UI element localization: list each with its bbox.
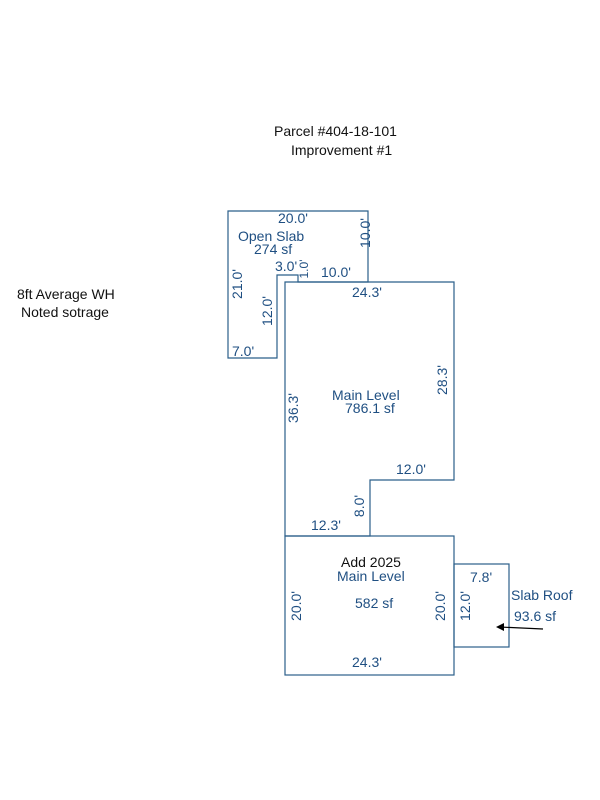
slab-roof-arrow	[498, 626, 544, 630]
main-step-vertical-dimension: 8.0'	[351, 494, 367, 518]
parcel-label: Parcel #404-18-101	[274, 123, 397, 139]
open-slab-step-dimension: 3.0'	[275, 258, 298, 274]
main-top-dimension: 24.3'	[352, 284, 382, 300]
open-slab-left-dimension: 21.0'	[229, 269, 245, 299]
main-step-horizontal-dimension: 12.0'	[396, 461, 426, 477]
slab-roof-outline	[453, 563, 510, 648]
add-left-dimension: 20.0'	[288, 591, 304, 621]
main-left-dimension: 36.3'	[285, 393, 301, 423]
add-2025-name: Main Level	[337, 568, 405, 584]
open-slab-bottom-dimension: 7.0'	[232, 343, 255, 359]
add-bottom-dimension: 24.3'	[352, 654, 382, 670]
open-slab-right-dimension: 10.0'	[357, 218, 373, 248]
open-slab-inner-vertical-dimension: 12.0'	[259, 296, 275, 326]
open-slab-inner-horizontal-dimension: 10.0'	[321, 264, 351, 280]
slab-roof-top-dimension: 7.8'	[470, 569, 493, 585]
open-slab-name: Open Slab	[238, 228, 305, 244]
note-line-1: 8ft Average WH	[17, 286, 115, 302]
add-2025-title: Add 2025	[341, 554, 401, 570]
slab-roof-left-dimension: 12.0'	[457, 591, 473, 621]
slab-roof-name: Slab Roof	[511, 587, 573, 603]
main-right-dimension: 28.3'	[434, 365, 450, 395]
note-line-2: Noted sotrage	[21, 304, 109, 320]
main-level-area: 786.1 sf	[345, 400, 395, 416]
open-slab-outline	[227, 210, 369, 359]
slab-roof-area: 93.6 sf	[514, 608, 557, 624]
open-slab-area: 274 sf	[254, 241, 293, 257]
open-slab-step-vertical-dimension: 1.0'	[297, 259, 311, 279]
add-2025-area: 582 sf	[355, 595, 394, 611]
open-slab-top-dimension: 20.0'	[278, 210, 308, 226]
main-bottom-left-dimension: 12.3'	[311, 517, 341, 533]
improvement-label: Improvement #1	[291, 142, 393, 158]
add-right-dimension: 20.0'	[432, 591, 448, 621]
main-level-name: Main Level	[332, 387, 400, 403]
slab-roof-arrow-head	[496, 623, 504, 631]
